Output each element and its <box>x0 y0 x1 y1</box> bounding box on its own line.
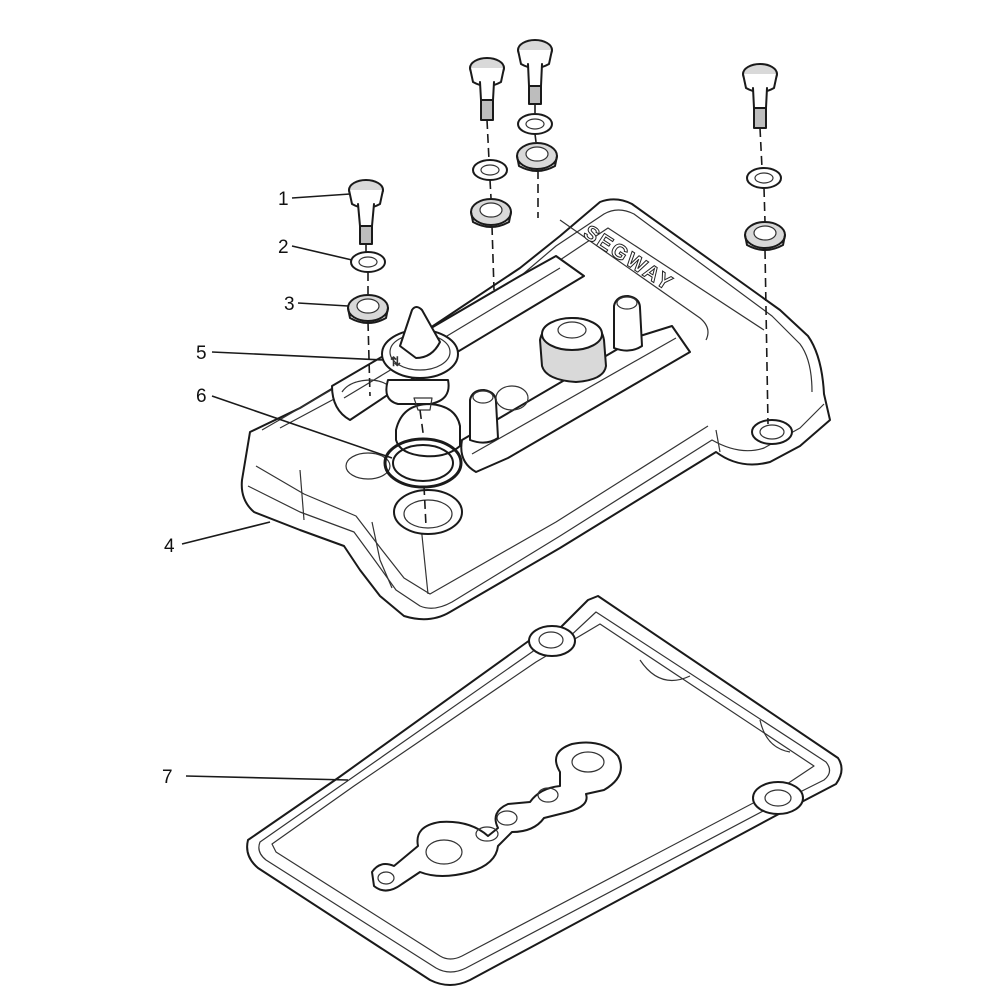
callout-labels: 1 2 3 4 5 6 7 <box>162 189 295 788</box>
callout-6: 6 <box>196 386 207 407</box>
leader-lines <box>181 193 393 781</box>
callout-1: 1 <box>278 189 289 210</box>
callout-5: 5 <box>196 343 207 364</box>
cylinder-head-cover <box>240 198 831 621</box>
fastener-stack-left <box>347 179 389 324</box>
callout-3: 3 <box>284 294 295 315</box>
fastener-stack-right <box>742 63 786 251</box>
assembly-axes <box>365 104 769 527</box>
oil-filler-cap: ⇅ <box>381 306 459 411</box>
callout-4: 4 <box>164 536 175 557</box>
o-ring <box>383 437 463 489</box>
fastener-stack-mid-right <box>516 39 558 172</box>
callout-2: 2 <box>278 237 289 258</box>
fastener-stack-mid <box>469 57 512 228</box>
svg-text:⇅: ⇅ <box>390 354 401 369</box>
callout-7: 7 <box>162 767 173 788</box>
cover-gasket <box>246 595 843 986</box>
